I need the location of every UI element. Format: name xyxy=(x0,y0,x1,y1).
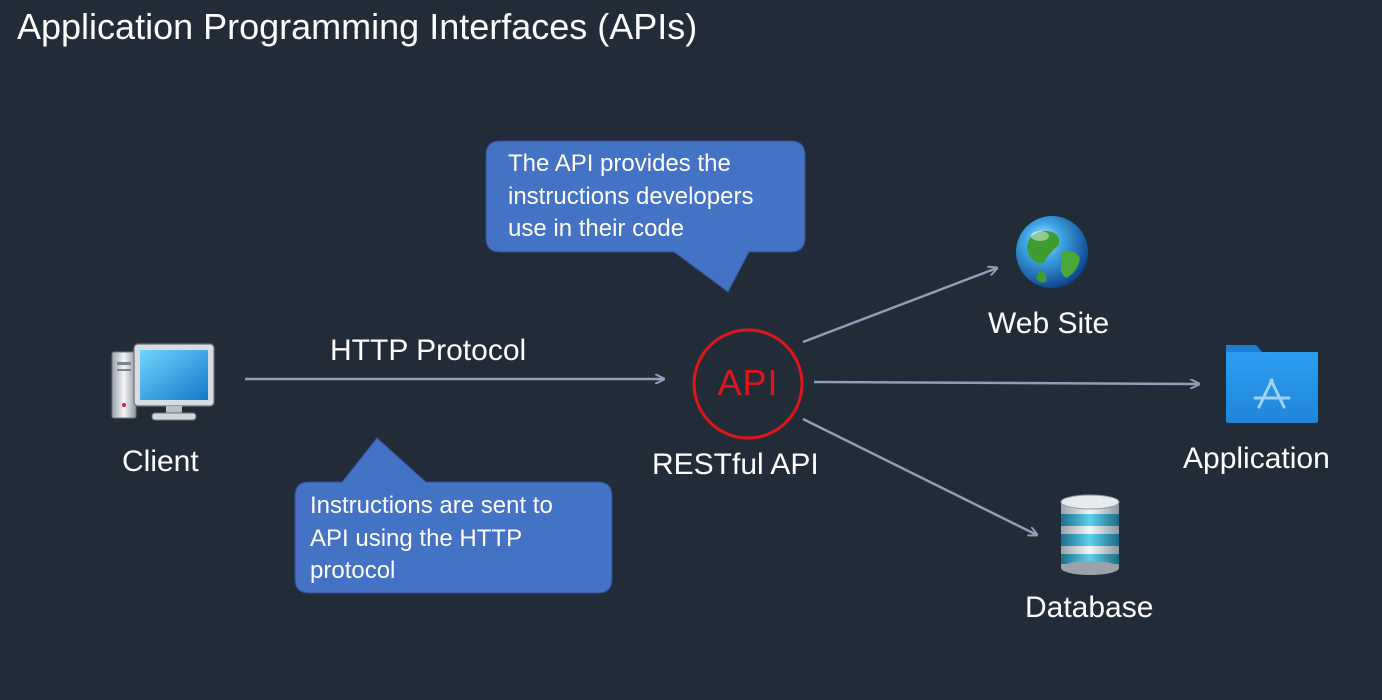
callout-top-text: The API provides the instructions develo… xyxy=(508,148,798,246)
arrow-api-to-database xyxy=(802,417,1037,535)
callout-top-line: The API provides the xyxy=(508,150,731,177)
arrow-api-to-website xyxy=(802,268,997,344)
api-circle xyxy=(692,328,804,440)
callout-bottom-line: Instructions are sent to xyxy=(310,492,553,519)
callout-bottom-text: Instructions are sent to API using the H… xyxy=(310,490,610,588)
client-label: Client xyxy=(122,445,199,478)
callout-top-line: use in their code xyxy=(508,215,685,242)
callout-bottom-line: API using the HTTP xyxy=(310,524,523,552)
http-protocol-label: HTTP Protocol xyxy=(330,334,527,367)
api-circle-text: API xyxy=(717,362,779,403)
callout-top-shape xyxy=(485,140,806,293)
desktop-computer-icon xyxy=(111,343,215,421)
slide-title: Application Programming Interfaces (APIs… xyxy=(17,6,698,47)
application-label: Application xyxy=(1183,442,1330,475)
database-label: Database xyxy=(1025,591,1154,624)
callout-top-line: instructions developers xyxy=(508,182,754,210)
callout-bottom-shape xyxy=(294,437,613,594)
website-label: Web Site xyxy=(988,307,1110,340)
globe-icon xyxy=(1016,216,1088,288)
arrow-api-to-application xyxy=(813,382,1199,384)
app-store-folder-icon xyxy=(1226,345,1318,423)
callout-bottom-line: protocol xyxy=(310,557,396,584)
restful-api-label: RESTful API xyxy=(652,448,819,481)
database-icon xyxy=(1060,494,1120,575)
